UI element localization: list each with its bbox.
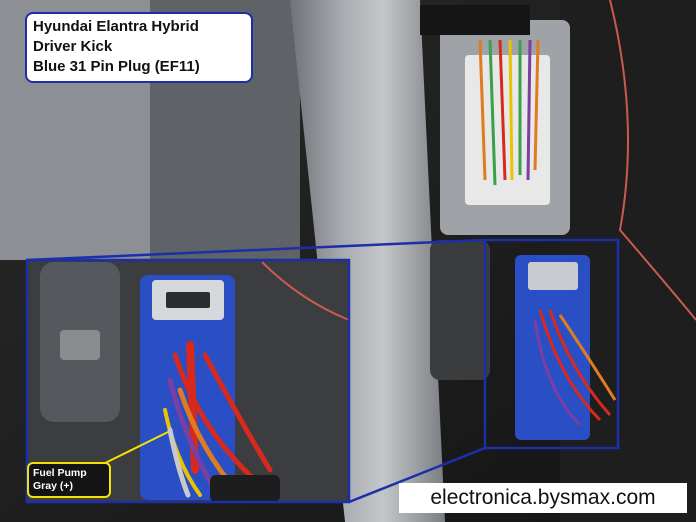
inset-frame	[25, 258, 351, 504]
fuel-pump-callout: Fuel Pump Gray (+)	[27, 462, 111, 498]
red-thin-wire	[609, 0, 696, 321]
inset-red-thin-wire	[261, 261, 350, 321]
title-line-1: Hyundai Elantra Hybrid	[33, 18, 199, 35]
title-box: Hyundai Elantra Hybrid Driver Kick Blue …	[25, 12, 253, 83]
small-connector-wires	[533, 309, 617, 427]
inset-bracket-tab	[60, 330, 100, 360]
callout-line-2: Gray (+)	[33, 480, 73, 492]
zoom-line-bottom	[348, 446, 486, 504]
inset-wire-loom	[210, 475, 280, 502]
grey-pillar	[290, 0, 445, 522]
title-line-2: Driver Kick	[33, 38, 113, 55]
small-connector-latch	[528, 262, 578, 290]
inset-latch-slot	[166, 292, 210, 308]
zoom-source-frame	[483, 238, 620, 450]
plug-wires	[478, 39, 540, 186]
watermark-url: electronica.bysmax.com	[399, 483, 687, 513]
callout-line-1: Fuel Pump	[33, 467, 87, 479]
zoom-line-top	[26, 238, 486, 262]
title-line-3: Blue 31 Pin Plug (EF11)	[33, 58, 200, 75]
wire-loom-sleeve	[420, 5, 530, 35]
pedal-bracket	[430, 240, 490, 380]
